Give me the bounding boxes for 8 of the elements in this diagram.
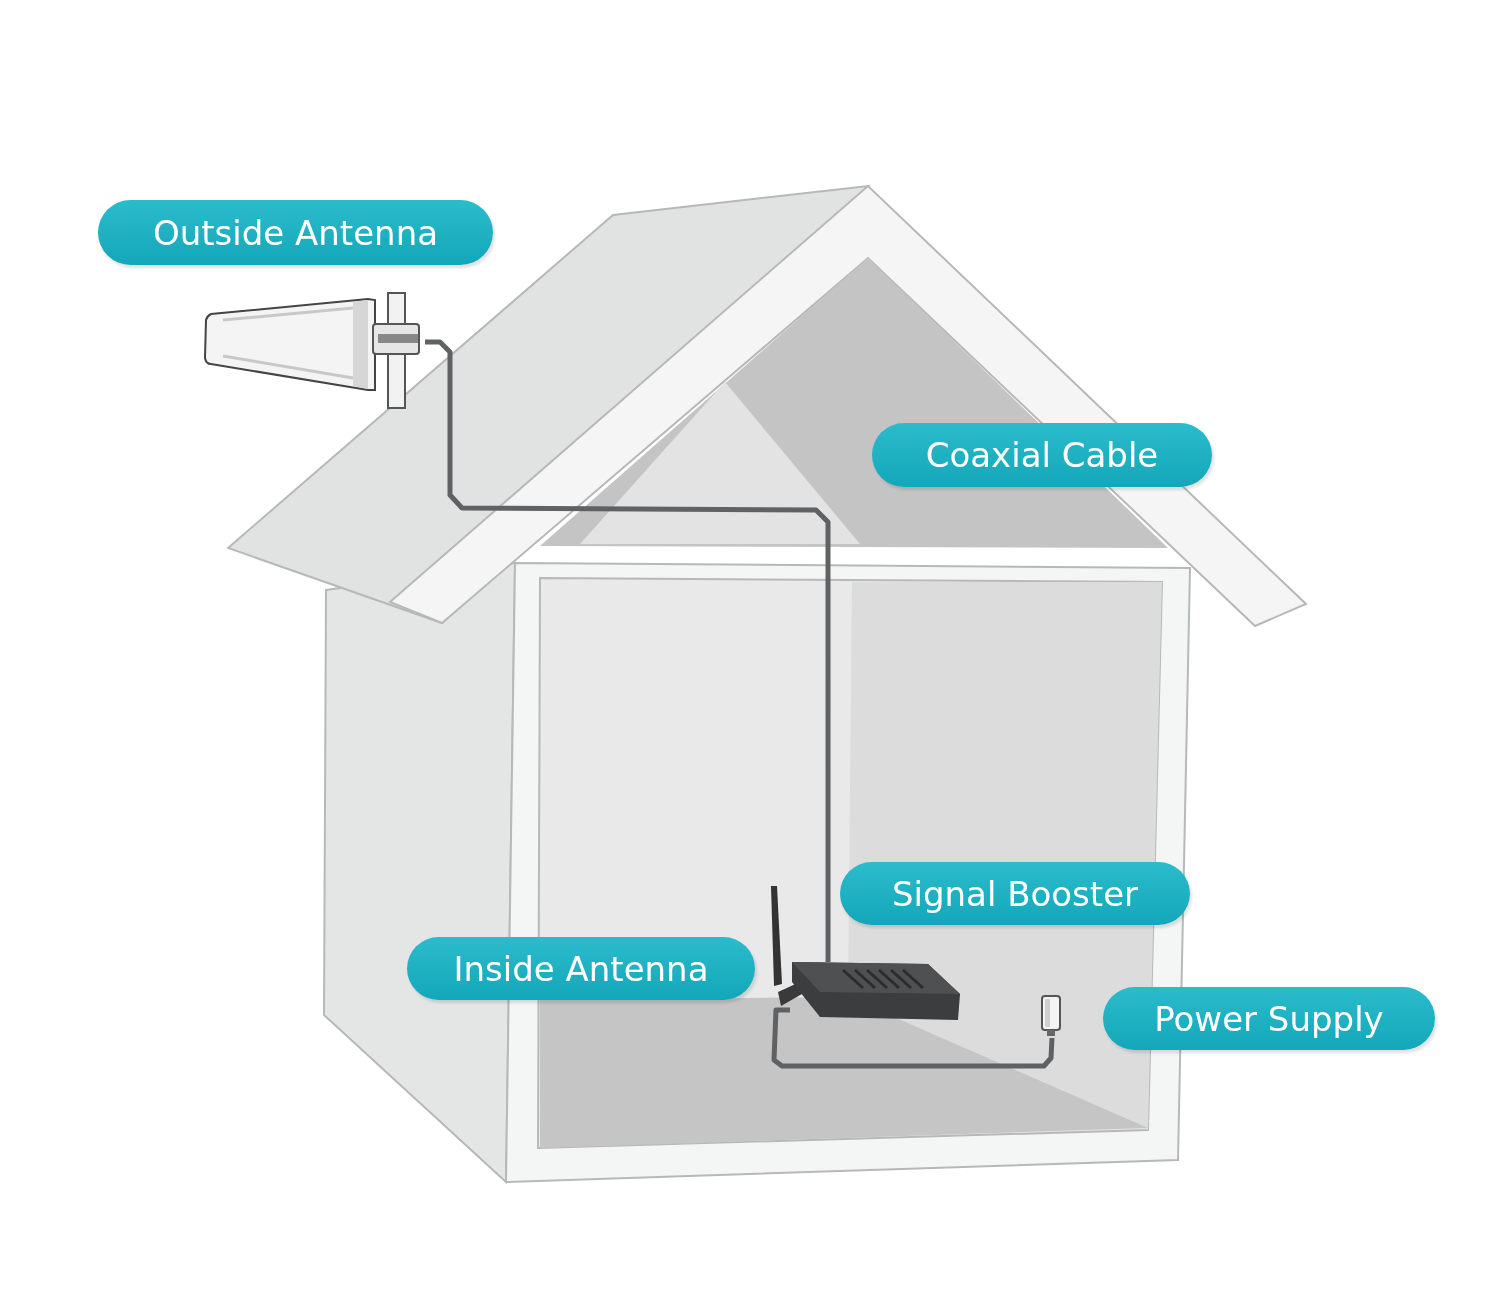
callout-label: Power Supply	[1103, 987, 1435, 1050]
cable	[771, 1007, 1055, 1069]
signal-booster-drawing	[790, 962, 963, 1022]
callout-label: Outside Antenna	[98, 200, 493, 265]
cable	[425, 339, 831, 962]
callout-label: Signal Booster	[840, 862, 1190, 925]
callout-label: Inside Antenna	[407, 937, 755, 1000]
callout-label: Coaxial Cable	[872, 423, 1212, 487]
